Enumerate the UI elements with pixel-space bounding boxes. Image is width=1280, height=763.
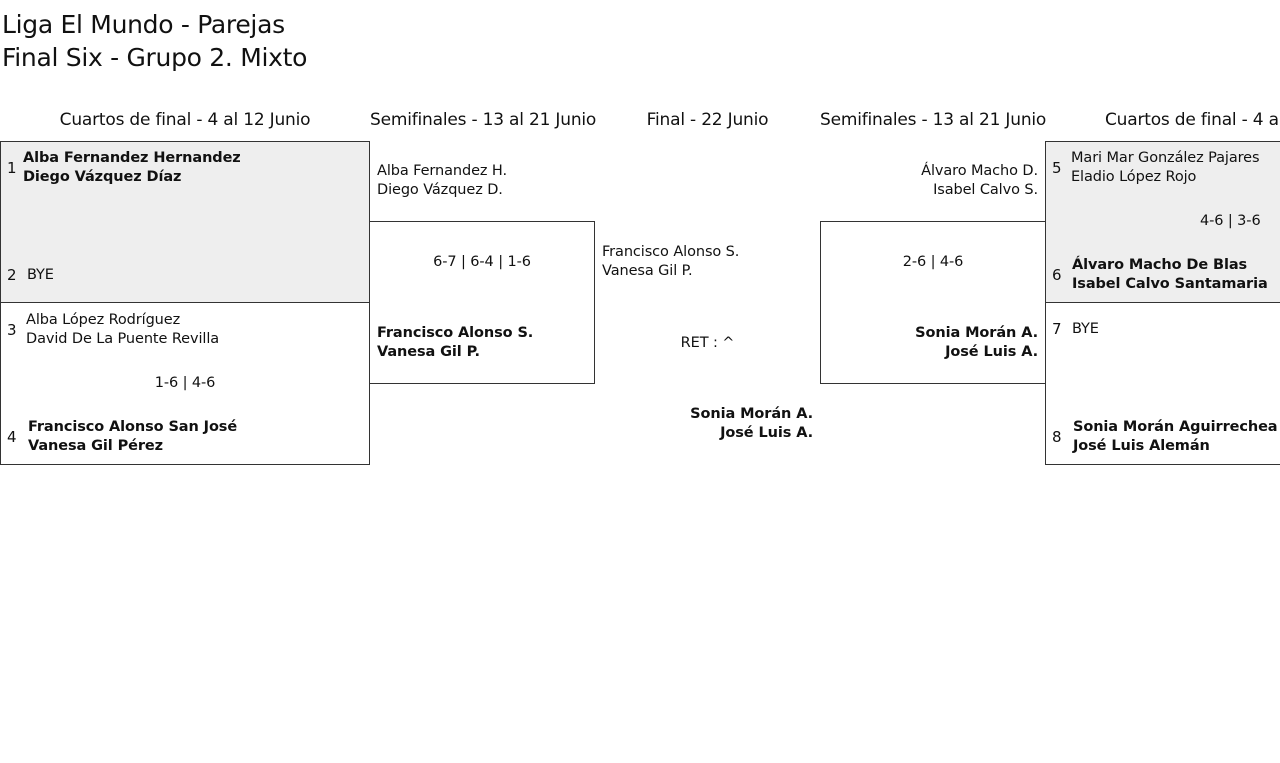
sf-left-score: 6-7 | 6-4 | 1-6 xyxy=(433,254,531,270)
seed-number: 1 xyxy=(7,159,17,177)
seed-number: 6 xyxy=(1052,266,1062,284)
sf-right-team1-player1: Álvaro Macho D. xyxy=(921,163,1038,179)
match-box-sf-left xyxy=(369,221,595,384)
qf2-score: 1-6 | 4-6 xyxy=(154,375,216,391)
match-box-qf1 xyxy=(0,141,370,303)
qf3-team2-player1: Álvaro Macho De Blas xyxy=(1072,257,1248,273)
sf-right-team2-player1: Sonia Morán A. xyxy=(915,325,1038,341)
seed-number: 4 xyxy=(7,428,17,446)
qf2-team2-player2: Vanesa Gil Pérez xyxy=(28,438,164,454)
seed-number: 7 xyxy=(1052,320,1062,338)
qf2-team1-player1: Alba López Rodríguez xyxy=(26,312,181,328)
final-score: RET : ^ xyxy=(680,335,735,351)
qf4-team2-player2: José Luis Alemán xyxy=(1073,438,1210,454)
seed-number: 5 xyxy=(1052,159,1062,177)
qf3-team1-player2: Eladio López Rojo xyxy=(1071,169,1197,185)
final-team1-player1: Francisco Alonso S. xyxy=(602,244,740,260)
sf-left-team2-player1: Francisco Alonso S. xyxy=(377,325,534,341)
sf-left-team1-player2: Diego Vázquez D. xyxy=(377,182,503,198)
qf3-team2-player2: Isabel Calvo Santamaria xyxy=(1072,276,1268,292)
qf4-team1-bye: BYE xyxy=(1072,321,1099,337)
match-box-qf3 xyxy=(1045,141,1280,303)
qf3-team1-player1: Mari Mar González Pajares xyxy=(1071,150,1260,166)
sf-right-team1-player2: Isabel Calvo S. xyxy=(933,182,1038,198)
header-quarterfinals-right: Cuartos de final - 4 a xyxy=(1105,110,1279,130)
header-semifinals-right: Semifinales - 13 al 21 Junio xyxy=(820,110,1047,130)
header-semifinals-left: Semifinales - 13 al 21 Junio xyxy=(370,110,597,130)
qf2-team1-player2: David De La Puente Revilla xyxy=(26,331,220,347)
qf1-team2-bye: BYE xyxy=(27,267,54,283)
page-title: Liga El Mundo - Parejas xyxy=(2,10,285,39)
page-subtitle: Final Six - Grupo 2. Mixto xyxy=(2,43,308,72)
seed-number: 3 xyxy=(7,321,17,339)
sf-left-team1-player1: Alba Fernandez H. xyxy=(377,163,507,179)
final-team2-player2: José Luis A. xyxy=(720,425,813,441)
final-team1-player2: Vanesa Gil P. xyxy=(602,263,693,279)
qf1-team1-player1: Alba Fernandez Hernandez xyxy=(23,150,241,166)
qf4-team2-player1: Sonia Morán Aguirrechea xyxy=(1073,419,1278,435)
sf-left-team2-player2: Vanesa Gil P. xyxy=(377,344,480,360)
qf3-score: 4-6 | 3-6 xyxy=(1200,213,1261,229)
seed-number: 2 xyxy=(7,266,17,284)
qf1-team1-player2: Diego Vázquez Díaz xyxy=(23,169,182,185)
header-quarterfinals-left: Cuartos de final - 4 al 12 Junio xyxy=(59,110,311,130)
seed-number: 8 xyxy=(1052,428,1062,446)
qf2-team2-player1: Francisco Alonso San José xyxy=(28,419,238,435)
final-team2-player1: Sonia Morán A. xyxy=(690,406,813,422)
sf-right-team2-player2: José Luis A. xyxy=(945,344,1038,360)
header-final: Final - 22 Junio xyxy=(646,110,769,130)
sf-right-score: 2-6 | 4-6 xyxy=(902,254,964,270)
match-box-qf4 xyxy=(1045,302,1280,465)
